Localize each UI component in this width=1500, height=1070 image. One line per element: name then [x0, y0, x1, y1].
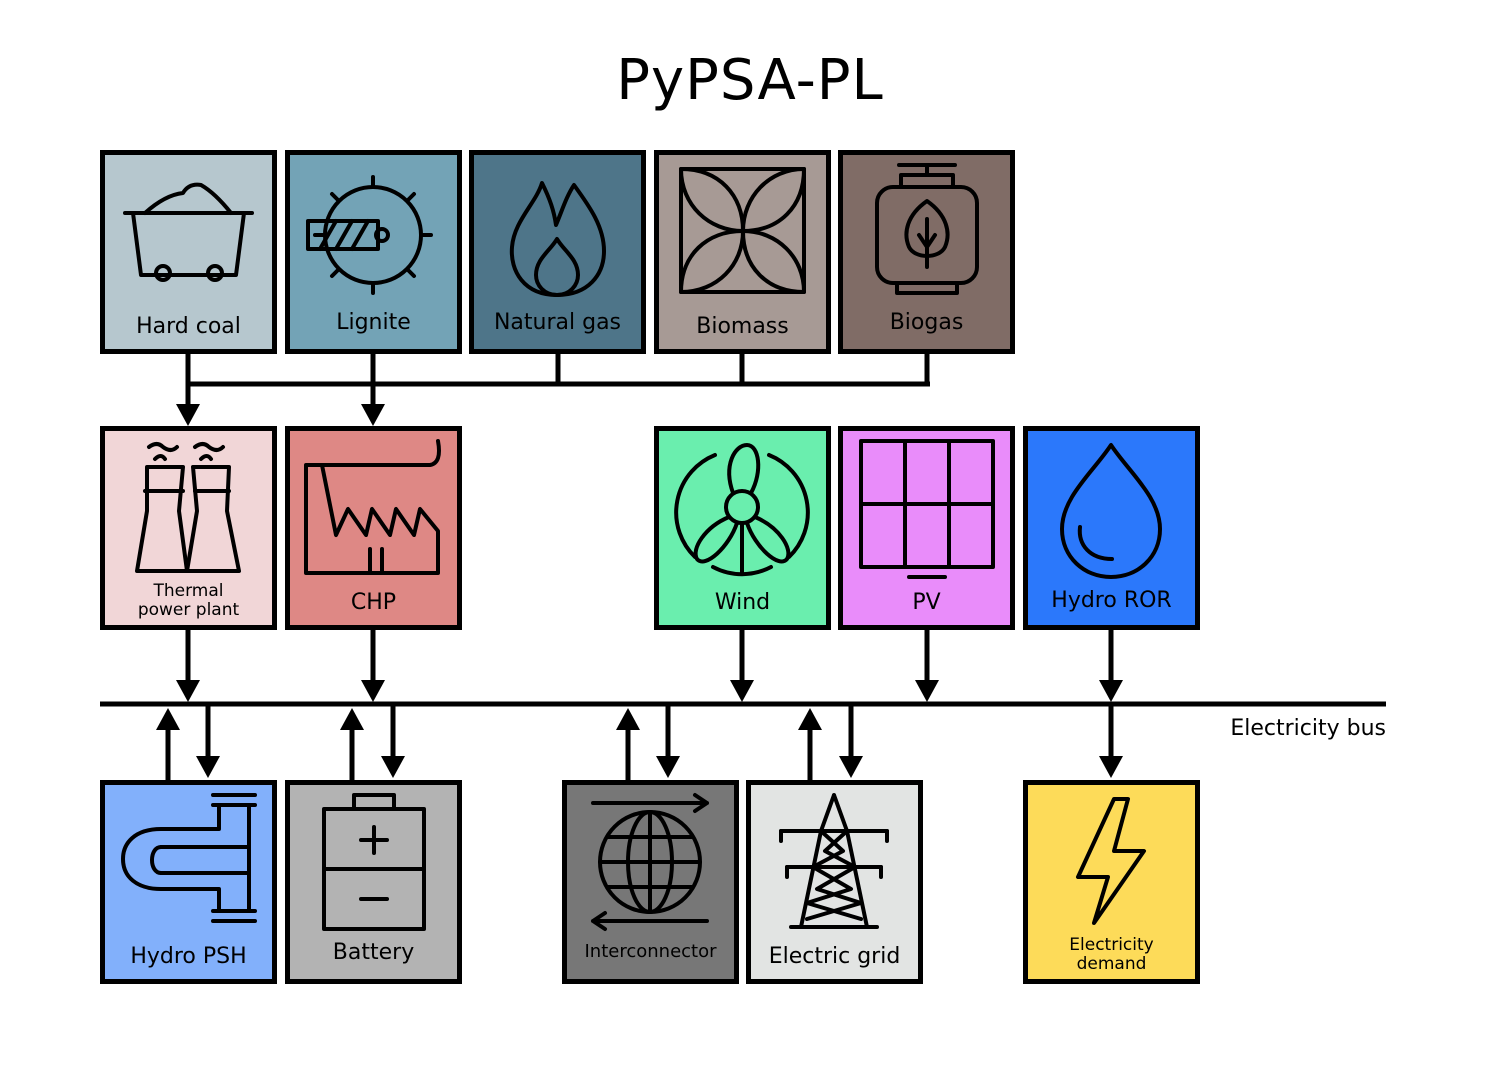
arrowhead	[361, 680, 385, 702]
arrowhead	[798, 708, 822, 730]
thermal-label-line2: power plant	[137, 600, 240, 621]
factory-icon	[304, 439, 441, 575]
node-biogas: Biogas	[838, 150, 1015, 354]
node-electric-grid: Electric grid	[746, 780, 923, 984]
node-natural-gas: Natural gas	[469, 150, 646, 354]
demand-label: Electricity demand	[1028, 934, 1195, 975]
arrowhead	[340, 708, 364, 730]
node-wind: Wind	[654, 426, 831, 630]
pipe-icon	[121, 793, 257, 923]
node-hard-coal: Hard coal	[100, 150, 277, 354]
lignite-label: Lignite	[336, 309, 411, 335]
arrowhead	[656, 756, 680, 778]
arrowhead	[616, 708, 640, 730]
diagram-title: PyPSA-PL	[616, 48, 884, 113]
arrowhead	[361, 404, 385, 426]
arrowhead	[1099, 680, 1123, 702]
node-thermal-power-plant: Thermal power plant	[100, 426, 277, 630]
pv-label: PV	[912, 589, 941, 615]
demand-label-line1: Electricity	[1069, 934, 1154, 955]
arrowhead	[1099, 756, 1123, 778]
biogas-label: Biogas	[889, 309, 964, 335]
arrowhead	[156, 708, 180, 730]
mine-cart-icon	[123, 182, 254, 282]
leaves-icon	[679, 167, 806, 294]
node-interconnector: Interconnector	[562, 780, 739, 984]
node-pv: PV	[838, 426, 1015, 630]
wind-label: Wind	[714, 589, 771, 615]
water-drop-icon	[1060, 443, 1162, 579]
interconnector-label: Interconnector	[584, 941, 717, 963]
arrowhead	[176, 404, 200, 426]
node-lignite: Lignite	[285, 150, 462, 354]
solar-panel-icon	[859, 439, 995, 579]
biomass-label: Biomass	[696, 313, 789, 339]
arrowhead	[381, 756, 405, 778]
natural-gas-label: Natural gas	[493, 309, 622, 335]
flame-icon	[509, 181, 606, 297]
globe-exchange-icon	[591, 793, 709, 931]
node-biomass: Biomass	[654, 150, 831, 354]
transmission-tower-icon	[779, 793, 889, 929]
hydro-psh-label: Hydro PSH	[130, 943, 247, 969]
arrowhead	[176, 680, 200, 702]
node-electricity-demand: Electricity demand	[1023, 780, 1200, 984]
node-hydro-psh: Hydro PSH	[100, 780, 277, 984]
node-battery: Battery	[285, 780, 462, 984]
arrowhead	[839, 756, 863, 778]
fan-icon	[674, 443, 810, 577]
electricity-bus-label: Electricity bus	[1230, 716, 1386, 741]
gas-cylinder-leaf-icon	[875, 163, 979, 295]
lightning-bolt-icon	[1076, 797, 1146, 925]
node-chp: CHP	[285, 426, 462, 630]
electric-grid-label: Electric grid	[768, 943, 901, 969]
demand-label-line2: demand	[1076, 954, 1147, 975]
cooling-towers-icon	[135, 442, 241, 573]
arrowhead	[915, 680, 939, 702]
hydro-ror-label: Hydro ROR	[1051, 587, 1172, 613]
bucket-wheel-icon	[306, 175, 433, 295]
thermal-label-line1: Thermal	[153, 580, 224, 601]
arrowhead	[196, 756, 220, 778]
hard-coal-label: Hard coal	[136, 313, 241, 339]
node-hydro-ror: Hydro ROR	[1023, 426, 1200, 630]
chp-label: CHP	[350, 589, 397, 615]
arrowheads	[156, 404, 1123, 778]
thermal-label: Thermal power plant	[105, 580, 272, 621]
battery-icon	[322, 793, 426, 931]
arrowhead	[730, 680, 754, 702]
battery-label: Battery	[332, 939, 415, 965]
